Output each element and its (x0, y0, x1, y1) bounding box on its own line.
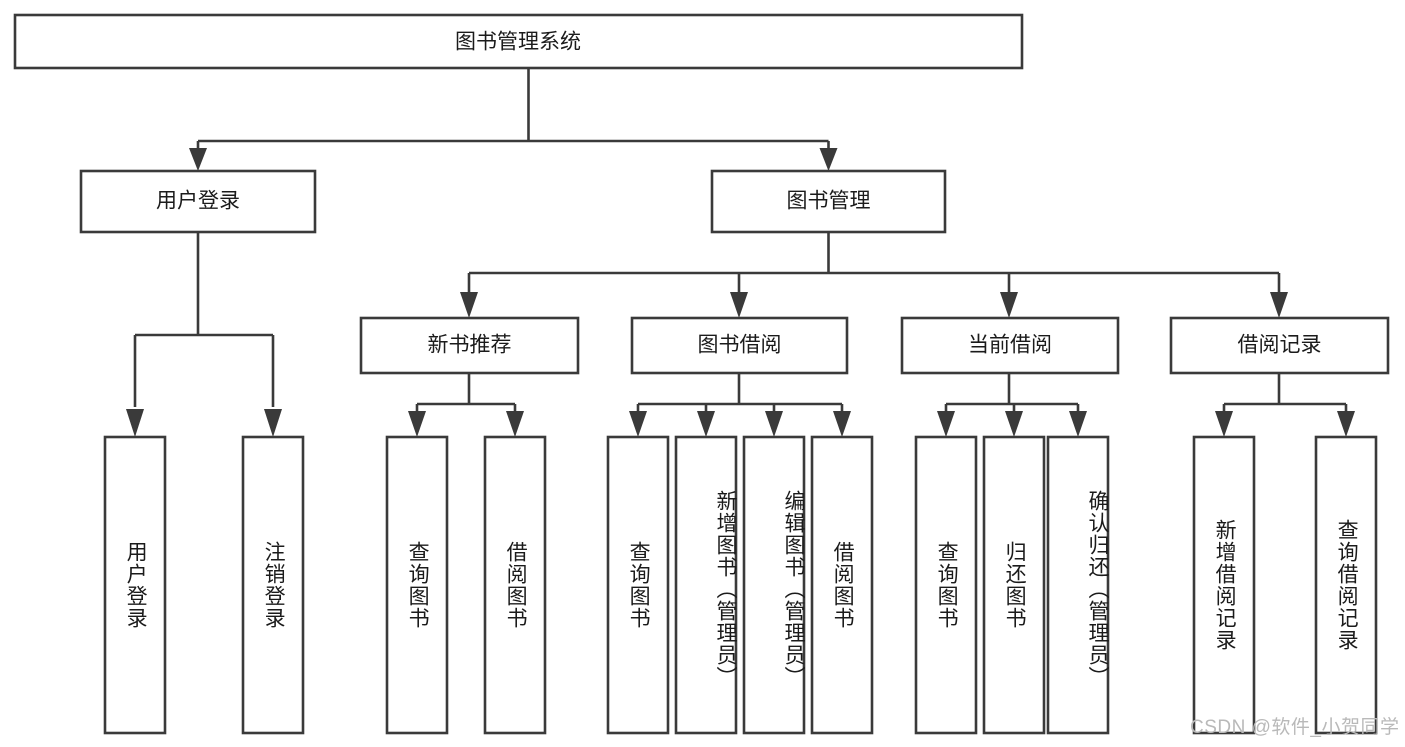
connector-group-new-book-recommend (408, 373, 524, 437)
node-borrow-record-box[interactable] (1169, 316, 1390, 375)
leaf-box-book-borrow-2[interactable] (742, 435, 806, 735)
arrowhead-user-login (189, 148, 207, 171)
arrowhead-leaf-user-login-0 (126, 409, 144, 437)
connector-group-borrow-record (1215, 373, 1355, 437)
leaf-box-user-login-0[interactable] (103, 435, 167, 735)
leaf-box-current-borrow-1[interactable] (982, 435, 1046, 735)
connector-group-current-borrow (937, 373, 1087, 437)
arrowhead-leaf-cb-1 (1005, 411, 1023, 437)
node-new-book-recommend-label: 新书推荐 (428, 334, 512, 357)
leaf-box-book-borrow-1[interactable] (674, 435, 738, 735)
arrowhead-l3-3 (1270, 292, 1288, 318)
node-current-borrow-box[interactable] (900, 316, 1120, 375)
arrowhead-leaf-nbr-0 (408, 411, 426, 437)
arrowhead-leaf-bb-2 (765, 411, 783, 437)
connector-group-book-borrow (629, 373, 851, 437)
arrowhead-leaf-bb-0 (629, 411, 647, 437)
arrowhead-leaf-cb-2 (1069, 411, 1087, 437)
leaf-box-new-book-recommend-1[interactable] (483, 435, 547, 735)
leaf-box-user-login-1[interactable] (241, 435, 305, 735)
arrowhead-leaf-br-0 (1215, 411, 1233, 437)
leaf-box-borrow-record-0[interactable] (1192, 435, 1256, 735)
node-book-manage-label: 图书管理 (787, 190, 871, 213)
node-new-book-recommend-box[interactable] (359, 316, 580, 375)
node-root-label: 图书管理系统 (455, 31, 581, 54)
csdn-watermark: CSDN @软件_小贺同学 (1190, 717, 1400, 738)
node-book-manage-box[interactable] (710, 169, 947, 234)
arrowhead-leaf-bb-1 (697, 411, 715, 437)
node-borrow-record-label: 借阅记录 (1238, 334, 1322, 357)
leaf-box-new-book-recommend-0[interactable] (385, 435, 449, 735)
arrowhead-book-manage (819, 148, 838, 171)
arrowhead-leaf-nbr-1 (506, 411, 524, 437)
arrowhead-leaf-bb-3 (833, 411, 851, 437)
node-user-login-label: 用户登录 (156, 190, 240, 213)
connector-group-root (189, 68, 838, 171)
leaf-box-borrow-record-1[interactable] (1314, 435, 1378, 735)
leaf-box-current-borrow-0[interactable] (914, 435, 978, 735)
arrowhead-l3-1 (730, 292, 748, 318)
arrowhead-l3-2 (1000, 292, 1018, 318)
arrowhead-l3-0 (460, 292, 478, 318)
arrowhead-leaf-br-1 (1337, 411, 1355, 437)
node-book-borrow-label: 图书借阅 (698, 334, 782, 357)
arrowhead-leaf-cb-0 (937, 411, 955, 437)
node-user-login-box[interactable] (79, 169, 317, 234)
leaf-box-book-borrow-3[interactable] (810, 435, 874, 735)
leaf-box-current-borrow-2[interactable] (1046, 435, 1110, 735)
arrowhead-leaf-user-login-1 (264, 409, 282, 437)
node-book-borrow-box[interactable] (630, 316, 849, 375)
node-root-box[interactable] (13, 13, 1024, 70)
connector-group-book-manage (460, 232, 1288, 318)
leaf-box-book-borrow-0[interactable] (606, 435, 670, 735)
node-current-borrow-label: 当前借阅 (968, 334, 1052, 357)
connector-group-user-login (126, 232, 282, 437)
